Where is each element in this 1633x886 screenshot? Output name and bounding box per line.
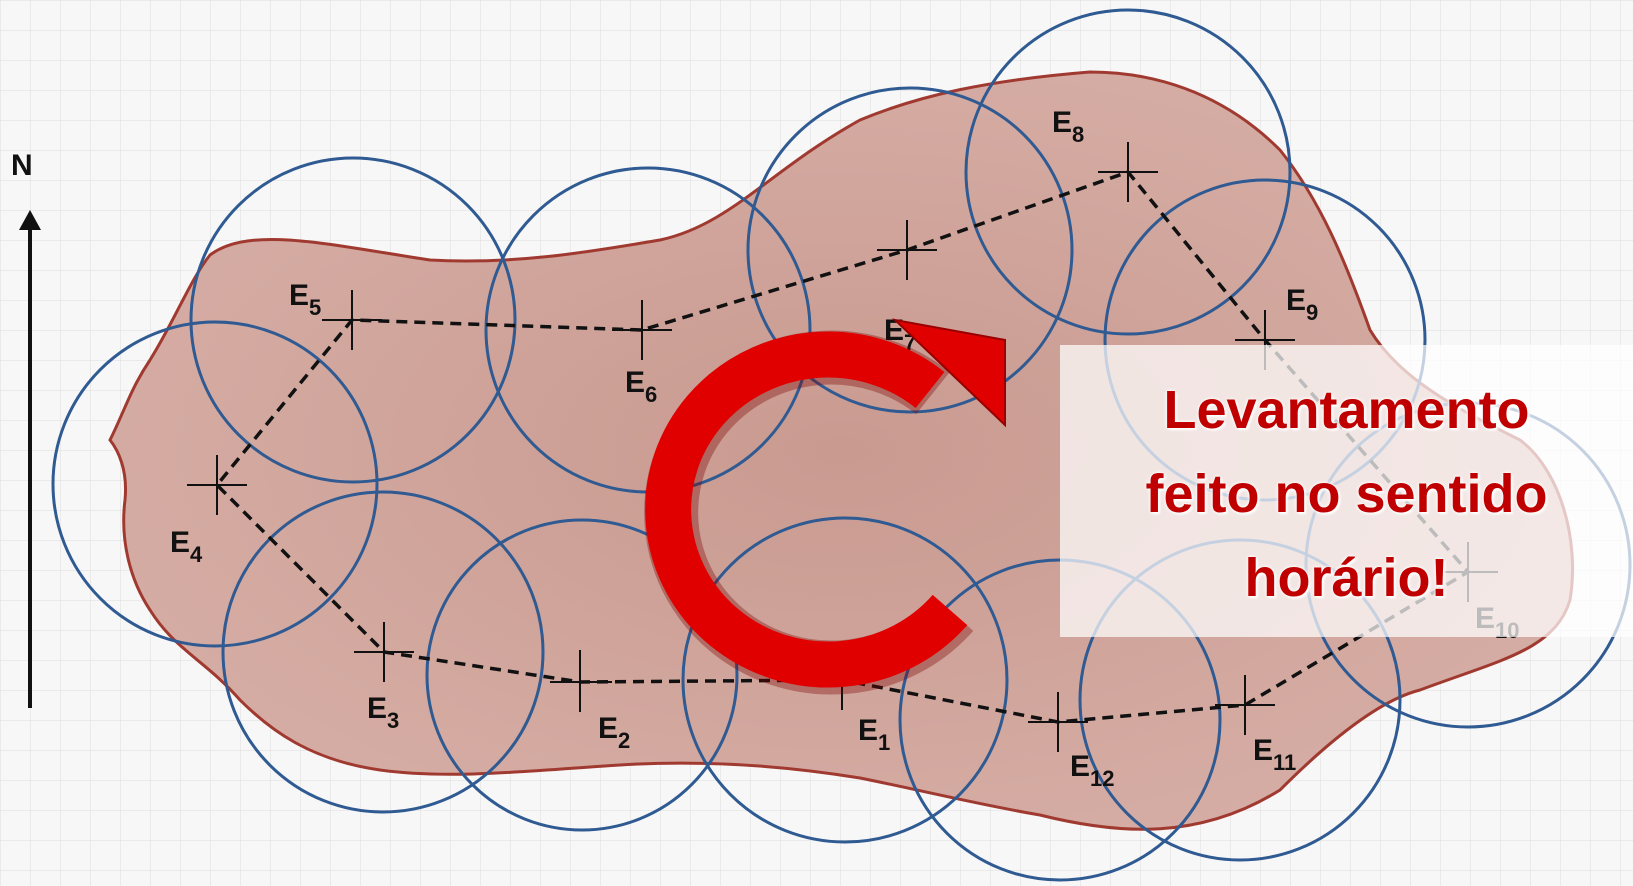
caption-line-3: horário!	[1244, 548, 1449, 608]
circle-e5	[189, 156, 517, 484]
circle-e8	[964, 8, 1292, 336]
north-arrow-head-icon	[19, 210, 41, 230]
marker-e2	[550, 650, 612, 712]
marker-e8	[1098, 142, 1158, 202]
marker-e7	[877, 220, 937, 280]
marker-e5	[322, 290, 382, 350]
label-e4: E4	[170, 526, 203, 567]
label-e2: E2	[598, 712, 630, 753]
label-e9: E9	[1286, 284, 1318, 325]
circle-e3	[221, 490, 545, 814]
marker-e4	[187, 455, 247, 515]
label-e11: E11	[1253, 734, 1296, 775]
marker-e6	[612, 300, 672, 360]
label-e6: E6	[625, 366, 657, 407]
marker-e3	[354, 622, 414, 682]
caption-background	[1060, 345, 1633, 637]
north-label: N	[11, 149, 33, 182]
clockwise-arrow-icon	[644, 318, 1006, 695]
marker-e11	[1215, 675, 1275, 735]
label-e5: E5	[289, 279, 321, 320]
circle-e7	[746, 86, 1074, 414]
circle-e1	[681, 516, 1009, 844]
north-arrow: N	[11, 149, 41, 708]
caption-line-2: feito no sentido	[1145, 464, 1548, 524]
label-e8: E8	[1052, 106, 1084, 147]
label-e1: E1	[858, 714, 890, 755]
marker-e12	[1028, 692, 1088, 752]
circle-e4	[51, 320, 379, 648]
caption-text: Levantamento feito no sentido horário!	[1060, 368, 1633, 620]
label-e12: E12	[1070, 750, 1115, 791]
circle-e2	[425, 518, 739, 832]
caption-line-1: Levantamento	[1163, 380, 1530, 440]
label-e3: E3	[367, 692, 399, 733]
